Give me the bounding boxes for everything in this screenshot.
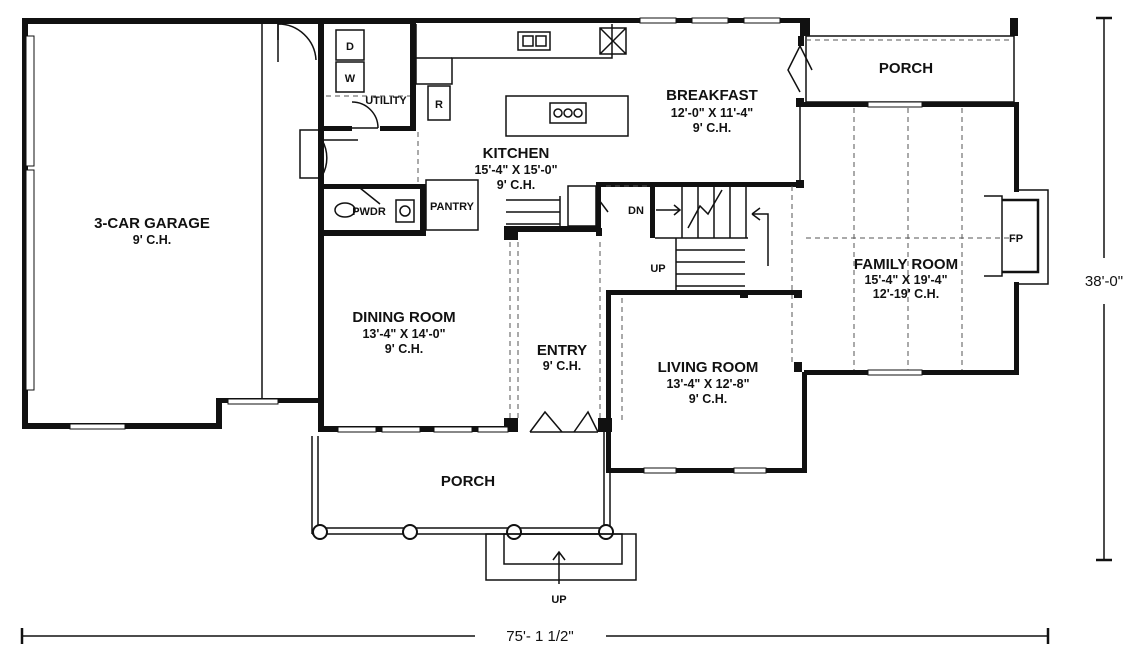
living-room-window-2 bbox=[733, 467, 767, 474]
stair-treads-lower bbox=[675, 238, 745, 292]
depth-dimension-line bbox=[1096, 16, 1112, 562]
breakfast-ceiling: 9' C.H. bbox=[693, 121, 731, 135]
kitchen-size: 15'-4" X 15'-0" bbox=[474, 163, 557, 177]
family-room-window-bottom bbox=[867, 369, 923, 376]
dining-room-name: DINING ROOM bbox=[352, 309, 455, 326]
refrigerator-label: R bbox=[435, 99, 443, 111]
dining-room-size: 13'-4" X 14'-0" bbox=[362, 327, 445, 341]
fireplace-hearth bbox=[1002, 198, 1040, 274]
kitchen-step bbox=[506, 196, 561, 228]
rear-porch-name: PORCH bbox=[879, 60, 933, 77]
stair-up-arrow bbox=[751, 207, 761, 221]
garage-door-left bbox=[25, 35, 35, 391]
cooktop-icon bbox=[549, 102, 587, 124]
kitchen-walls bbox=[410, 18, 810, 36]
living-room-size: 13'-4" X 12'-8" bbox=[666, 377, 749, 391]
stair-down-label: DN bbox=[628, 205, 644, 217]
width-dimension: 75'- 1 1/2" bbox=[506, 628, 573, 645]
side-door-swing bbox=[321, 139, 358, 177]
powder-walls bbox=[322, 184, 426, 236]
refrigerator bbox=[427, 85, 451, 121]
washer bbox=[335, 61, 365, 93]
stair-up-label: UP bbox=[650, 263, 665, 275]
sink-bowl-left bbox=[522, 35, 534, 47]
coat-closet bbox=[567, 185, 609, 227]
toilet-icon bbox=[334, 202, 356, 218]
powder-door-swing bbox=[359, 187, 388, 205]
kitchen-name: KITCHEN bbox=[483, 145, 550, 162]
entry-ceiling: 9' C.H. bbox=[543, 359, 581, 373]
powder-name: PWDR bbox=[352, 206, 386, 218]
garage-window-2 bbox=[227, 398, 279, 405]
family-room-ceiling: 12'-19' C.H. bbox=[873, 287, 939, 301]
front-door-swing bbox=[529, 410, 599, 433]
entry-name: ENTRY bbox=[537, 342, 587, 359]
dining-room-ceiling: 9' C.H. bbox=[385, 342, 423, 356]
breakfast-name: BREAKFAST bbox=[666, 87, 758, 104]
dishwasher bbox=[599, 27, 627, 55]
breakfast-size: 12'-0" X 11'-4" bbox=[671, 106, 754, 120]
front-steps bbox=[485, 533, 637, 581]
fireplace bbox=[1016, 189, 1049, 285]
family-room-window bbox=[867, 101, 923, 108]
kitchen-island bbox=[505, 95, 629, 137]
cooktop-burners bbox=[553, 108, 583, 118]
stair-break-line bbox=[687, 189, 723, 229]
side-closet bbox=[299, 129, 323, 179]
dryer-label: D bbox=[346, 41, 354, 53]
pantry-walls bbox=[425, 179, 479, 231]
family-room-size: 15'-4" X 19'-4" bbox=[864, 273, 947, 287]
family-room-beams bbox=[806, 108, 1014, 370]
garage-ceiling: 9' C.H. bbox=[133, 233, 171, 247]
sink-icon bbox=[395, 199, 415, 223]
stair-walls bbox=[596, 182, 796, 238]
utility-name: UTILITY bbox=[365, 95, 407, 107]
front-steps-arrow bbox=[552, 550, 566, 584]
garage-window bbox=[69, 423, 126, 430]
living-room-name: LIVING ROOM bbox=[658, 359, 759, 376]
washer-label: W bbox=[345, 73, 356, 85]
living-room-window bbox=[643, 467, 677, 474]
utility-walls bbox=[318, 18, 422, 403]
stair-up-arrow-path bbox=[752, 213, 769, 266]
stair-treads-upper bbox=[655, 187, 748, 239]
utility-door-swing bbox=[351, 101, 379, 129]
kitchen-windows bbox=[639, 17, 781, 24]
sink-bowl-right bbox=[535, 35, 547, 47]
fireplace-label: FP bbox=[1009, 233, 1023, 245]
garage-door-swing bbox=[277, 23, 317, 62]
kitchen-sink bbox=[517, 31, 551, 51]
kitchen-counter bbox=[415, 24, 613, 85]
breakfast-door-swing bbox=[787, 45, 813, 93]
dryer bbox=[335, 29, 365, 61]
front-porch-name: PORCH bbox=[441, 473, 495, 490]
front-steps-up-label: UP bbox=[551, 594, 566, 606]
width-dimension-line bbox=[20, 628, 1050, 644]
family-room-name: FAMILY ROOM bbox=[854, 256, 958, 273]
pantry-name: PANTRY bbox=[430, 201, 475, 213]
kitchen-ceiling: 9' C.H. bbox=[497, 178, 535, 192]
fireplace-box bbox=[984, 195, 1003, 277]
living-room-ceiling: 9' C.H. bbox=[689, 392, 727, 406]
front-windows bbox=[337, 426, 509, 433]
stair-down-arrow bbox=[656, 204, 682, 216]
porch-columns bbox=[312, 524, 614, 540]
depth-dimension: 38'-0" bbox=[1085, 273, 1123, 290]
garage-name: 3-CAR GARAGE bbox=[94, 215, 210, 232]
